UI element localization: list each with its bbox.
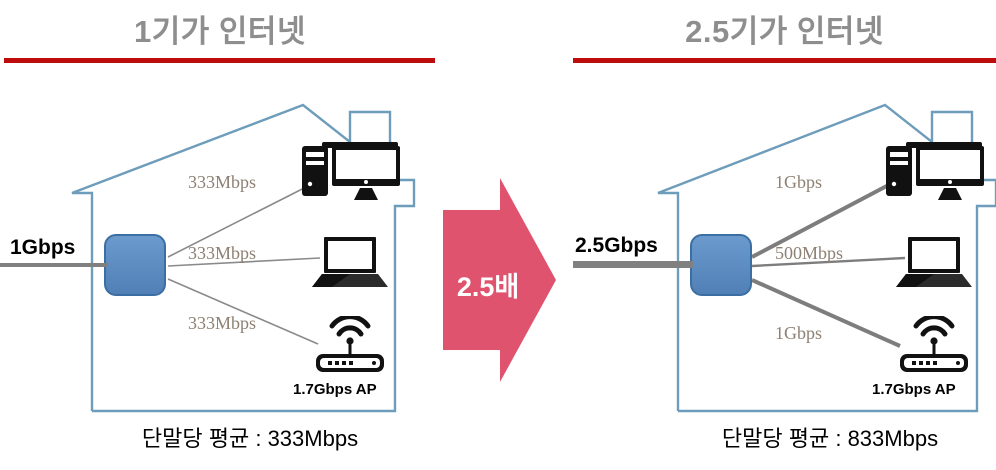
router-box-right[interactable] xyxy=(690,234,752,296)
link-speed-left-2: 333Mbps xyxy=(188,243,257,263)
laptop-icon-right xyxy=(896,237,972,287)
link-speed-right-1: 1Gbps xyxy=(775,172,823,192)
desktop-pc-icon-right xyxy=(886,142,984,200)
link-speed-left-3: 333Mbps xyxy=(188,313,257,333)
wifi-router-icon-left xyxy=(316,316,384,372)
link-line-left-2 xyxy=(167,257,321,267)
laptop-icon-left xyxy=(312,237,388,287)
caption-left: 단말당 평균 : 333Mbps xyxy=(141,426,359,451)
growth-arrow-label: 2.5배 xyxy=(456,272,520,302)
wifi-router-icon-right xyxy=(900,316,968,372)
link-speed-left-1: 333Mbps xyxy=(188,172,257,192)
wan-speed-right: 2.5Gbps xyxy=(575,234,658,257)
right-panel-title: 2.5기가 인터넷 xyxy=(685,14,884,49)
link-line-right-1 xyxy=(751,178,899,259)
link-speed-right-2: 500Mbps xyxy=(775,243,844,263)
left-panel-title: 1기가 인터넷 xyxy=(134,14,306,49)
left-title-underline xyxy=(4,58,435,63)
growth-arrow xyxy=(443,178,556,382)
link-line-left-1 xyxy=(167,181,317,258)
desktop-pc-icon-left xyxy=(302,142,400,200)
caption-right: 단말당 평균 : 833Mbps xyxy=(721,426,939,451)
wan-line-left xyxy=(0,263,108,267)
wan-speed-left: 1Gbps xyxy=(10,236,76,259)
ap-label-right: 1.7Gbps AP xyxy=(872,381,956,398)
link-line-right-3 xyxy=(751,278,901,348)
link-line-right-2 xyxy=(751,256,906,268)
link-line-left-3 xyxy=(167,278,319,345)
link-speed-right-3: 1Gbps xyxy=(775,323,823,343)
wan-line-right xyxy=(573,261,693,268)
ap-label-left: 1.7Gbps AP xyxy=(293,381,377,398)
router-box-left[interactable] xyxy=(104,234,166,296)
right-title-underline xyxy=(573,58,996,63)
